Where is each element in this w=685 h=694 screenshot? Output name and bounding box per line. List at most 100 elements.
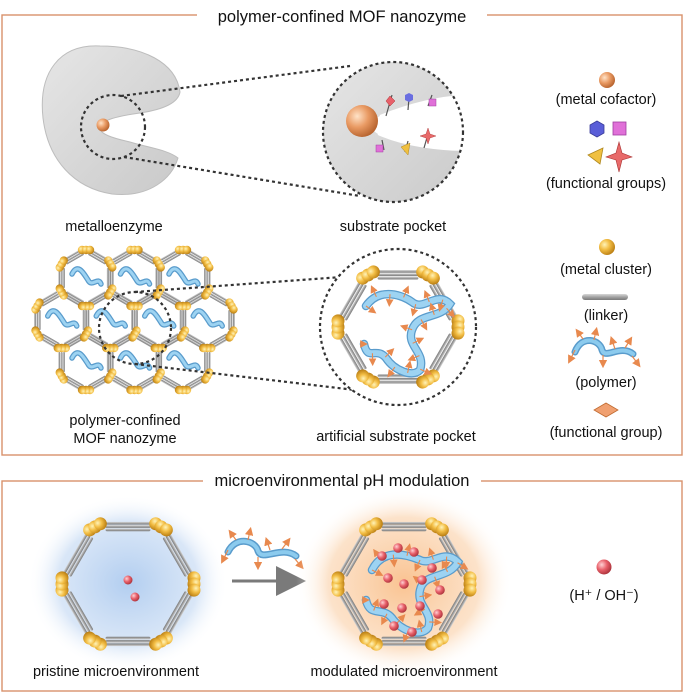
artificial-pocket	[331, 265, 465, 389]
ion-legend-icon	[596, 559, 612, 575]
zoom-line-mof-bottom	[134, 362, 356, 392]
ion	[409, 547, 419, 557]
metal-cluster	[77, 301, 95, 311]
metal-cluster	[53, 343, 70, 353]
modulated-label: modulated microenvironment	[311, 664, 498, 680]
pristine-label: pristine microenvironment	[33, 664, 199, 680]
square-icon	[612, 121, 627, 136]
metal-cluster	[55, 571, 69, 597]
legend-functional-groups: (functional groups)	[546, 176, 666, 192]
linker-rod	[185, 333, 206, 349]
linker-rod	[377, 270, 419, 280]
linker-rod	[339, 533, 370, 577]
polymer-chain	[69, 350, 104, 371]
metal-cluster	[225, 326, 238, 342]
polymer-chain	[166, 266, 201, 287]
metal-cluster	[356, 265, 380, 285]
polymer-chain	[45, 308, 80, 329]
metal-cluster	[331, 571, 345, 597]
linker-rod	[204, 267, 211, 289]
legend-metal-cofactor: (metal cofactor)	[556, 92, 657, 108]
metal-cluster	[187, 571, 201, 597]
ion	[397, 603, 407, 613]
linker-rod	[136, 375, 157, 391]
linker-rod	[63, 249, 84, 265]
metal-cluster	[31, 326, 44, 342]
metal-cofactor-legend-icon	[599, 72, 615, 88]
metal-cluster	[150, 343, 167, 353]
ion	[393, 543, 403, 553]
linker-rod	[339, 591, 370, 635]
linker-rod	[162, 591, 193, 635]
functional-group-legend-icon	[593, 402, 619, 418]
metal-cluster	[225, 298, 238, 314]
linker-rod	[160, 249, 181, 265]
mof-lattice	[31, 245, 238, 395]
mof-label-line2: MOF nanozyme	[73, 431, 176, 447]
metal-cluster	[174, 301, 192, 311]
hexagon-icon	[589, 120, 605, 138]
modulated-hexagon	[331, 517, 477, 651]
polymer-chain	[93, 308, 128, 329]
linker-rod	[63, 291, 85, 307]
metal-cluster	[126, 385, 143, 395]
linker-rod	[130, 309, 138, 331]
metalloenzyme-shape	[41, 45, 181, 196]
linker-rod	[82, 309, 90, 331]
metal-cofactor-large	[346, 105, 378, 137]
linker-rod	[112, 375, 133, 391]
metal-cluster	[201, 256, 214, 272]
metal-cluster	[331, 314, 345, 340]
metal-cluster	[152, 284, 165, 300]
ion	[383, 573, 393, 583]
ion	[379, 599, 389, 609]
pristine-hexagon	[55, 517, 201, 651]
metalloenzyme-label: metalloenzyme	[65, 219, 163, 235]
substrate-pocket-label: substrate pocket	[340, 219, 446, 235]
legend-top: (metal cofactor) (functional groups) (me…	[546, 72, 666, 441]
star-icon	[605, 140, 633, 173]
linker-rod	[136, 333, 157, 349]
linker-rod	[429, 333, 458, 373]
metal-cluster	[126, 301, 143, 311]
triangle-icon	[587, 147, 604, 165]
metal-cluster	[104, 284, 117, 300]
linker-rod	[185, 375, 206, 391]
linker-rod	[105, 636, 151, 647]
linker-rod	[438, 591, 469, 635]
ion	[433, 609, 443, 619]
metal-cluster	[152, 256, 165, 272]
linker-rod	[112, 333, 133, 349]
metal-cluster	[356, 369, 380, 389]
bottom-panel-title: microenvironmental pH modulation	[215, 472, 470, 490]
linker-rod	[209, 333, 230, 349]
ion	[407, 627, 417, 637]
linker-legend-icon	[582, 294, 628, 300]
metal-cluster	[83, 517, 107, 537]
metal-cluster	[425, 517, 449, 537]
linker-rod	[58, 351, 65, 373]
metal-cluster	[149, 517, 173, 537]
ion	[377, 551, 387, 561]
metal-cluster	[425, 631, 449, 651]
bottom-panel-frame: microenvironmental pH modulation	[1, 468, 683, 692]
ion	[123, 575, 133, 585]
legend-functional-group: (functional group)	[550, 425, 663, 441]
metal-cluster	[152, 368, 165, 384]
linker-rod	[87, 291, 109, 307]
linker-rod	[184, 291, 206, 307]
linker-rod	[160, 291, 182, 307]
linker-rod	[63, 591, 94, 635]
linker-rod	[160, 333, 181, 349]
legend-metal-cluster: (metal cluster)	[560, 262, 652, 278]
zoom-line-mof-top	[134, 275, 343, 294]
metal-cluster	[104, 368, 117, 384]
polymer-chain	[117, 266, 153, 287]
linker-rod	[381, 521, 427, 532]
artificial-pocket-label: artificial substrate pocket	[316, 429, 476, 445]
metal-cluster	[359, 517, 383, 537]
metal-cluster	[55, 284, 68, 300]
metal-cluster	[176, 326, 190, 342]
metal-cluster	[126, 245, 143, 255]
